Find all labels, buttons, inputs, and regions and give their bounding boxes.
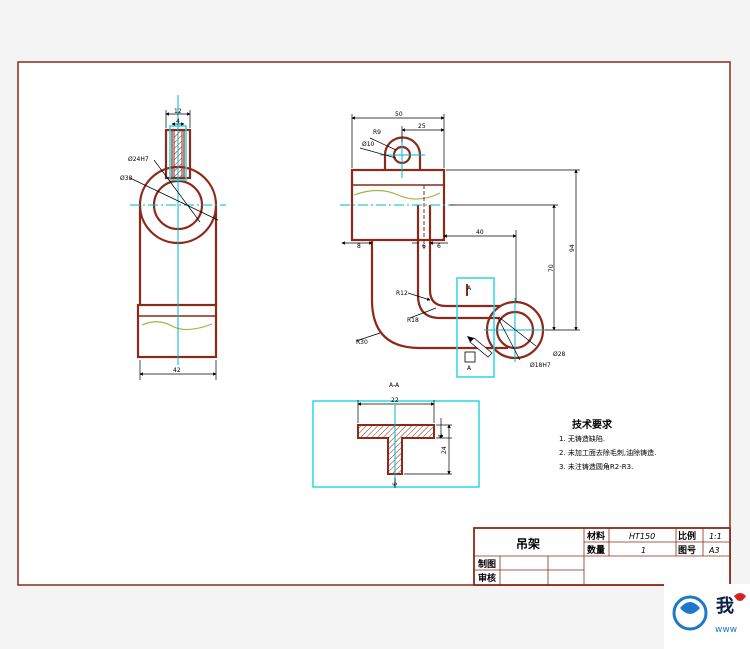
dim-inner-bend: R12 — [396, 290, 408, 297]
drawing-sheet-frame — [17, 61, 731, 586]
title-drawing-no-label: 图号 — [678, 545, 696, 556]
dim-section-web: 6 — [392, 482, 399, 486]
dim-lug-radius: R9 — [373, 129, 381, 136]
dim-wall-left: 8 — [357, 243, 361, 250]
title-drawing-no-value: A3 — [708, 546, 720, 555]
watermark-text: 我 — [716, 596, 734, 617]
dim-width: 42 — [173, 367, 181, 374]
dim-section-width: 22 — [391, 397, 399, 404]
dim-slot-inner: 4 — [176, 118, 180, 125]
section-view-selection[interactable] — [312, 400, 480, 488]
title-drawn-label: 制图 — [478, 558, 496, 570]
watermark-subtext: www — [715, 625, 737, 635]
dim-lug-offset: 25 — [418, 123, 426, 130]
title-quantity-value: 1 — [641, 546, 646, 555]
dim-total-height: 94 — [569, 244, 576, 252]
title-part-name: 吊架 — [516, 536, 540, 551]
front-view-outer-arm — [370, 240, 508, 350]
title-quantity-label: 数量 — [587, 544, 605, 556]
section-view-dims — [357, 400, 452, 488]
title-scale-label: 比例 — [678, 530, 696, 542]
dim-lug-hole: Ø10 — [362, 141, 375, 148]
dim-arm-offset: 40 — [476, 229, 484, 236]
dim-overall-width: 50 — [395, 111, 403, 118]
section-mark-bottom: A — [467, 365, 472, 372]
title-material-value: HT150 — [629, 532, 655, 541]
dim-hole: Ø24H7 — [128, 156, 149, 163]
front-view-dims — [341, 114, 580, 361]
section-cut-selection[interactable] — [456, 277, 495, 378]
left-view-selection — [169, 125, 187, 181]
dim-boss-dia: Ø28 — [553, 351, 566, 358]
section-title: A-A — [389, 382, 400, 389]
section-view[interactable] — [357, 405, 435, 485]
section-mark-top: A — [467, 285, 472, 292]
dim-big-bend: R30 — [356, 339, 368, 346]
dim-slot-width: 12 — [174, 108, 182, 115]
dim-wall-mid-b: 6 — [437, 243, 441, 250]
left-view-casting-line — [141, 321, 213, 331]
tech-requirement-2: 2. 未加工面去除毛刺,油除铸造. — [559, 448, 656, 457]
title-scale-value: 1:1 — [709, 532, 722, 541]
dim-boss: Ø38 — [120, 175, 133, 182]
dim-section-height: 24 — [441, 446, 448, 454]
dim-hole-dia: Ø18H7 — [530, 362, 551, 369]
left-view-base — [136, 303, 218, 359]
title-checked-label: 审核 — [478, 572, 496, 584]
left-view-dims — [129, 110, 219, 380]
tech-requirement-1: 1. 无铸造缺陷. — [559, 434, 605, 443]
dim-outer-bend: R18 — [407, 317, 419, 324]
dim-section-flange: 6 — [438, 434, 445, 438]
watermark-logo: 我 www — [664, 584, 750, 649]
dim-hole-height: 70 — [548, 264, 555, 272]
title-block[interactable] — [473, 527, 731, 586]
front-view-casting-line — [353, 189, 441, 200]
tech-requirement-3: 3. 未注铸造圆角R2-R3. — [559, 462, 633, 471]
tech-requirements-title: 技术要求 — [572, 418, 613, 431]
dim-wall-mid-a: 6 — [422, 243, 426, 250]
title-material-label: 材料 — [586, 530, 605, 542]
front-view-inner-arm — [416, 240, 500, 320]
